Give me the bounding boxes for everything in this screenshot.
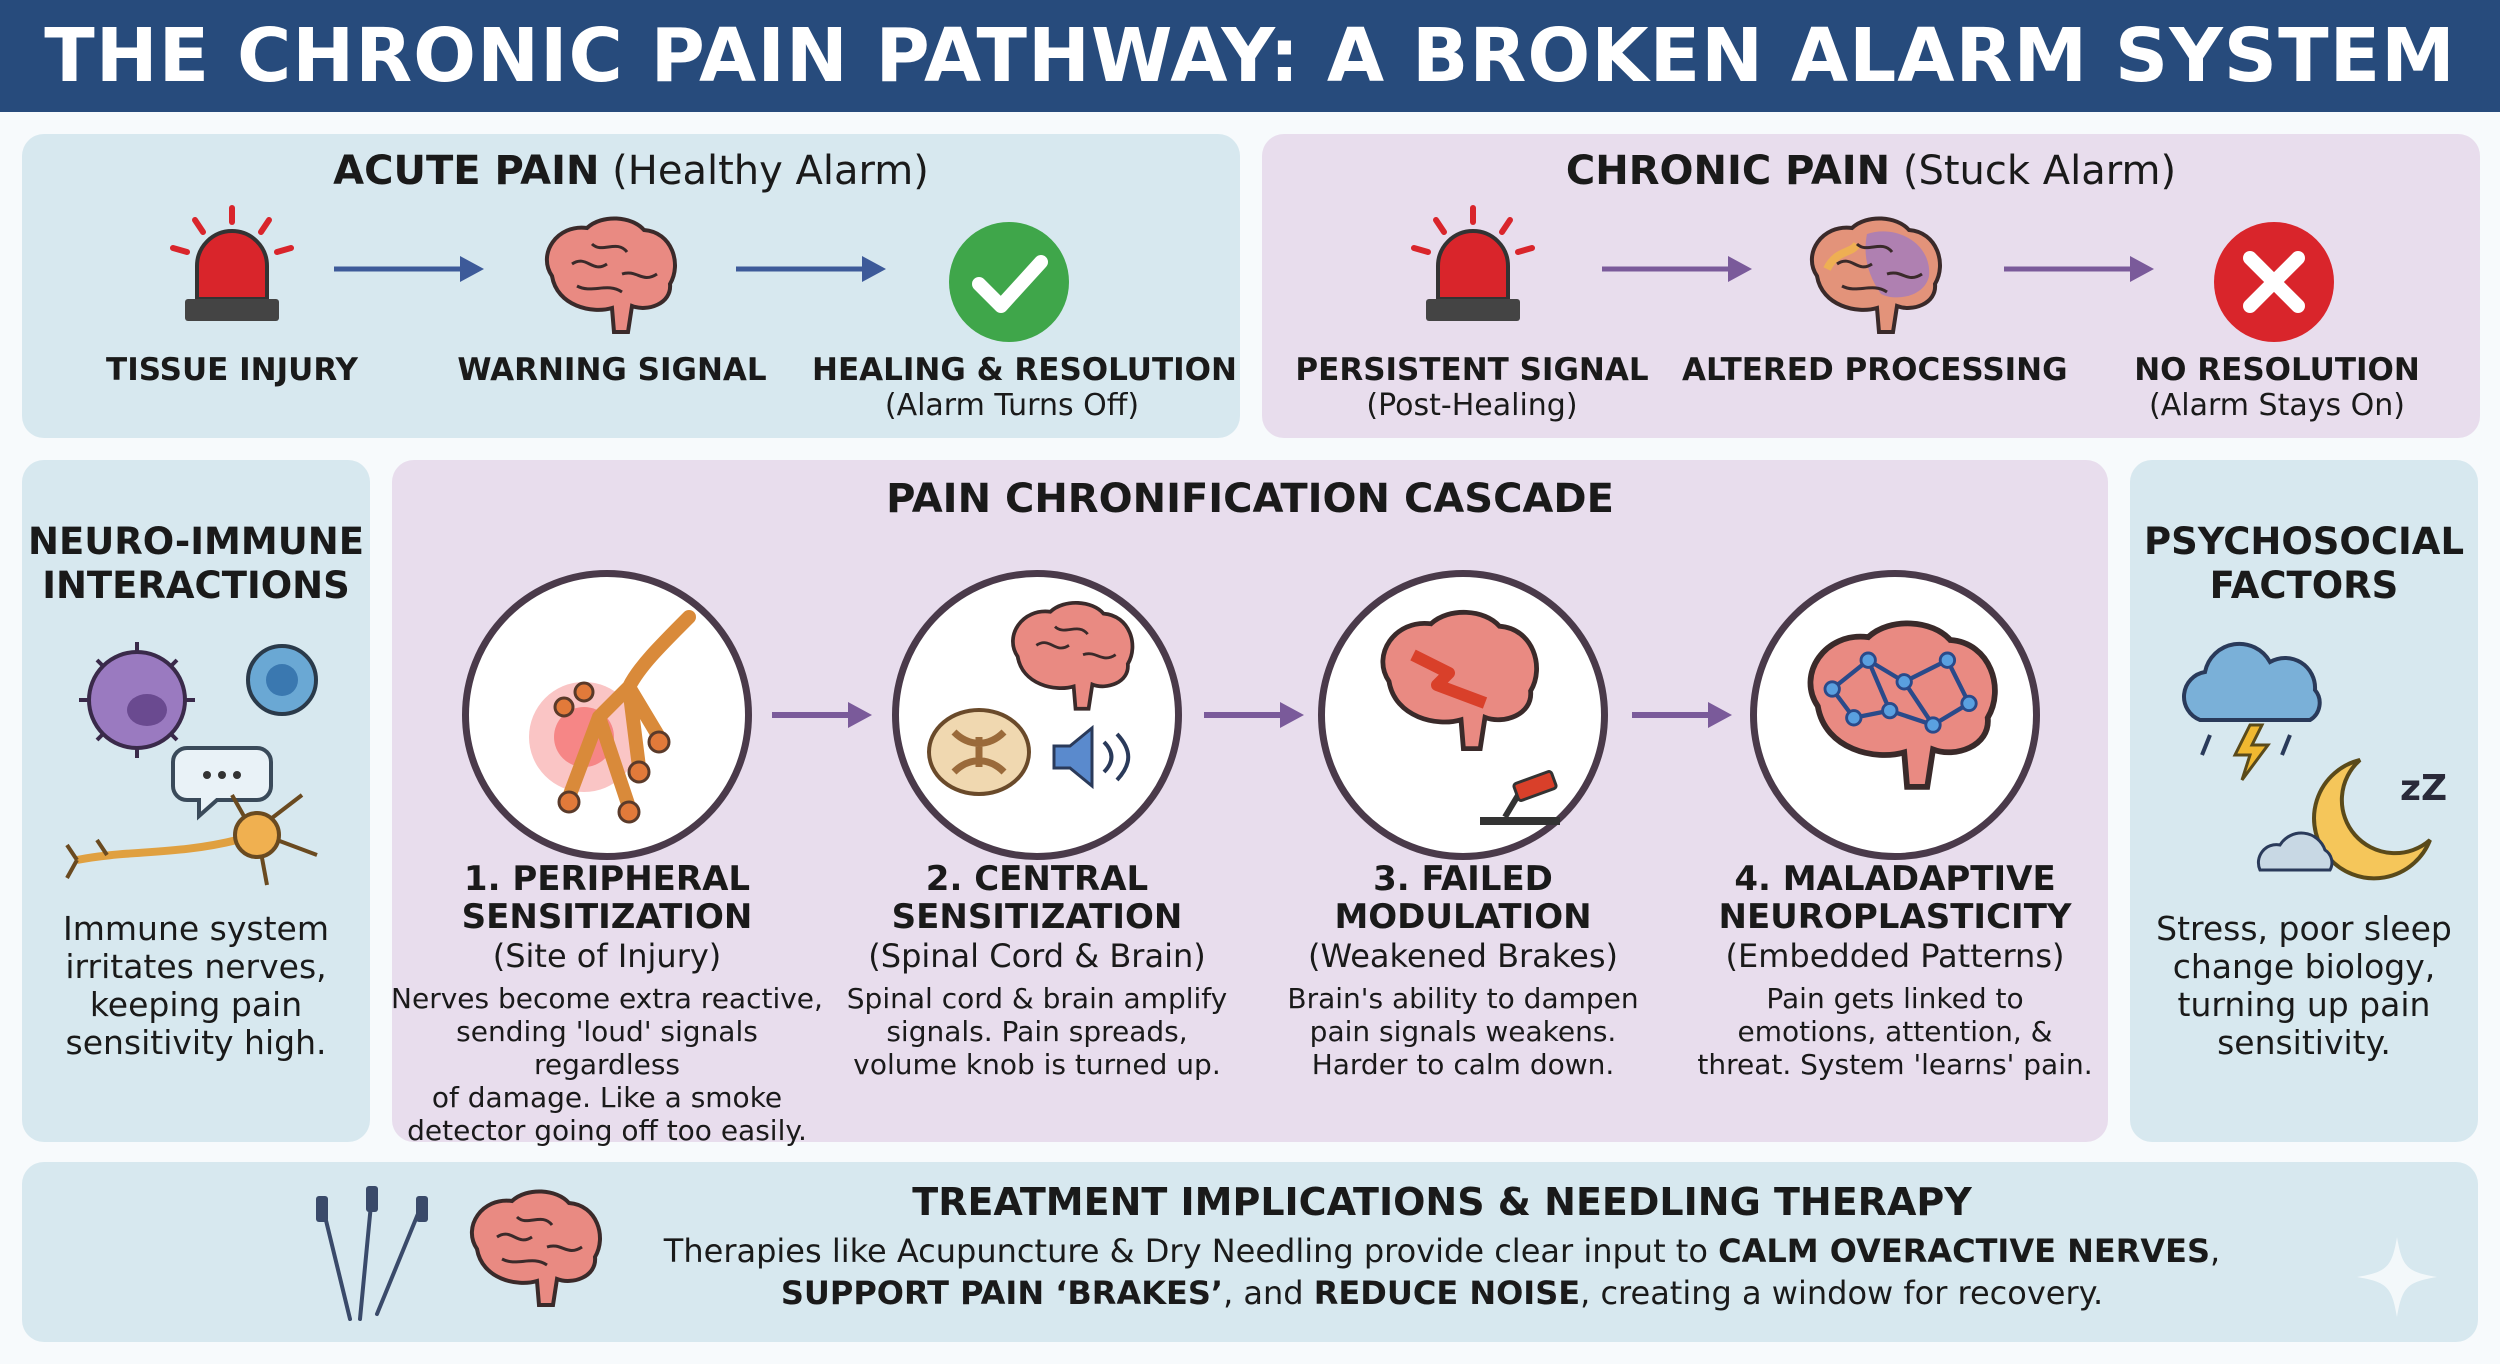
- spinal-cord-icon: [927, 708, 1031, 796]
- brake-pedal-icon: [1480, 770, 1560, 825]
- step-sublabel: (Alarm Turns Off): [884, 388, 1140, 423]
- volume-speaker-icon: [1052, 724, 1131, 790]
- checkmark-icon: [949, 222, 1069, 342]
- sparkle-icon: [2357, 1237, 2437, 1317]
- failed-modulation-illustration: [1318, 570, 1608, 860]
- peripheral-sensitization-illustration: [462, 570, 752, 860]
- step-sublabel: (Post-Healing): [1366, 388, 1578, 423]
- step-sublabel: (Alarm Stays On): [2149, 388, 2405, 423]
- storm-cloud-icon: [2182, 641, 2322, 781]
- brain-network-icon: [1807, 620, 1998, 790]
- step-label: NO RESOLUTION: [2134, 352, 2420, 388]
- brain-icon: [470, 1189, 602, 1307]
- chronic-pain-panel: CHRONIC PAIN (Stuck Alarm) PERSISTENT SI…: [1262, 134, 2480, 438]
- step-label: PERSISTENT SIGNAL: [1295, 352, 1649, 388]
- acute-pain-panel: ACUTE PAIN (Healthy Alarm) TISSUE INJURY…: [22, 134, 1240, 438]
- arrow-icon: [772, 702, 872, 728]
- stage-subtitle: (Site of Injury): [492, 937, 722, 975]
- needles-icon: [316, 1186, 428, 1321]
- acute-pain-title: ACUTE PAIN (Healthy Alarm): [333, 148, 929, 194]
- maladaptive-neuroplasticity-illustration: [1750, 570, 2040, 860]
- nerve-endings-icon: [529, 610, 696, 824]
- x-mark-icon: [2214, 222, 2334, 342]
- stage-subtitle: (Embedded Patterns): [1725, 937, 2065, 975]
- treatment-text-line-2: SUPPORT PAIN ‘BRAKES’, and REDUCE NOISE,…: [780, 1274, 2104, 1312]
- step-label: WARNING SIGNAL: [457, 352, 767, 388]
- arrow-icon: [334, 256, 484, 282]
- sleep-zz-text: zZ: [2400, 768, 2447, 809]
- immune-cells-icon: [65, 642, 318, 886]
- treatment-panel: TREATMENT IMPLICATIONS & NEEDLING THERAP…: [22, 1162, 2478, 1342]
- stage-subtitle: (Weakened Brakes): [1307, 937, 1619, 975]
- arrow-icon: [1204, 702, 1304, 728]
- altered-brain-icon: [1810, 216, 1942, 334]
- step-label: TISSUE INJURY: [106, 352, 358, 388]
- brain-icon: [1011, 600, 1135, 711]
- moon-sleep-icon: zZ: [2256, 758, 2447, 881]
- central-sensitization-illustration: [892, 570, 1182, 860]
- chronic-pain-title: CHRONIC PAIN (Stuck Alarm): [1565, 148, 2177, 194]
- stage-subtitle: (Spinal Cord & Brain): [868, 937, 1206, 975]
- stage-description: Nerves become extra reactive,sending 'lo…: [391, 982, 823, 1147]
- brain-icon: [545, 216, 677, 334]
- arrow-icon: [1602, 256, 1752, 282]
- cascade-title: PAIN CHRONIFICATION CASCADE: [886, 476, 1614, 522]
- alarm-siren-icon: [1411, 205, 1535, 321]
- arrow-icon: [736, 256, 886, 282]
- step-label: HEALING & RESOLUTION: [812, 352, 1237, 388]
- page-title: THE CHRONIC PAIN PATHWAY: A BROKEN ALARM…: [44, 13, 2456, 99]
- treatment-text-line-1: Therapies like Acupuncture & Dry Needlin…: [663, 1232, 2221, 1270]
- arrow-icon: [1632, 702, 1732, 728]
- brain-icon: [1380, 610, 1539, 751]
- step-label: ALTERED PROCESSING: [1682, 352, 2068, 388]
- cascade-panel: PAIN CHRONIFICATION CASCADE: [391, 460, 2108, 1147]
- title-banner: THE CHRONIC PAIN PATHWAY: A BROKEN ALARM…: [0, 0, 2500, 112]
- treatment-title: TREATMENT IMPLICATIONS & NEEDLING THERAP…: [912, 1180, 1972, 1224]
- alarm-siren-icon: [170, 205, 294, 321]
- arrow-icon: [2004, 256, 2154, 282]
